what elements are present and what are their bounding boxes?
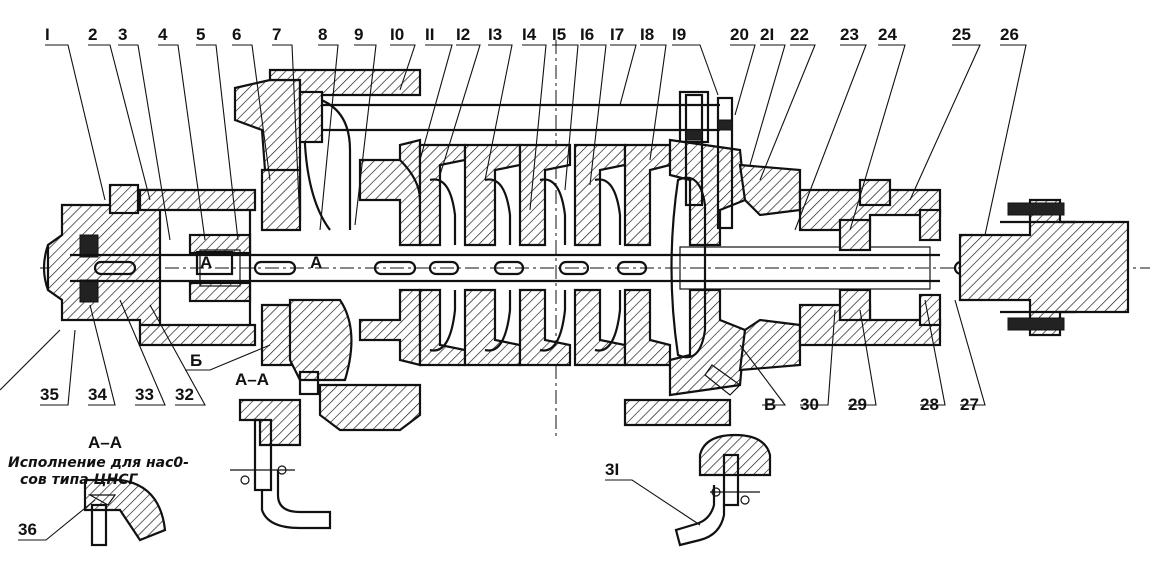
part-label-18: I8 bbox=[640, 25, 654, 44]
part-label-9: 9 bbox=[354, 25, 363, 44]
section-mark-a-1: A bbox=[200, 253, 212, 272]
part-label-25: 25 bbox=[952, 25, 971, 44]
part-label-32: 32 bbox=[175, 385, 194, 404]
variant-note-line-2: сов типа ЦНСГ bbox=[20, 472, 139, 488]
part-label-36: 36 bbox=[18, 520, 37, 539]
part-label-10: I0 bbox=[390, 25, 404, 44]
section-a-a-note-title: A–A bbox=[88, 433, 122, 452]
part-label-4: 4 bbox=[158, 25, 168, 44]
stage-casings-upper bbox=[358, 138, 672, 247]
part-label-33: 33 bbox=[135, 385, 154, 404]
variant-section-detail: A–A Исполнение для нас0- сов типа ЦНСГ bbox=[8, 433, 189, 547]
tie-rod bbox=[298, 90, 720, 144]
part-label-13: I3 bbox=[488, 25, 502, 44]
part-label-26: 26 bbox=[1000, 25, 1019, 44]
section-mark-a-box bbox=[195, 250, 234, 276]
studs-top bbox=[684, 93, 734, 230]
part-label-5: 5 bbox=[196, 25, 205, 44]
part-label-28: 28 bbox=[920, 395, 939, 414]
part-label-16: I6 bbox=[580, 25, 594, 44]
part-label-19: I9 bbox=[672, 25, 686, 44]
part-label-3: 3 bbox=[118, 25, 127, 44]
part-label-6: 6 bbox=[232, 25, 241, 44]
bottom-leader-lines bbox=[0, 299, 986, 541]
part-label-12: I2 bbox=[456, 25, 470, 44]
part-label-1: I bbox=[45, 25, 50, 44]
part-label-31: 3I bbox=[605, 460, 619, 479]
stage-casings-lower bbox=[358, 288, 672, 367]
part-label-8: 8 bbox=[318, 25, 327, 44]
part-label-34: 34 bbox=[88, 385, 107, 404]
part-label-24: 24 bbox=[878, 25, 897, 44]
right-bearing-housing bbox=[798, 178, 942, 347]
section-mark-a-2: A bbox=[310, 253, 322, 272]
part-label-20: 20 bbox=[730, 25, 749, 44]
part-label-2: 2 bbox=[88, 25, 97, 44]
part-label-11: II bbox=[425, 25, 434, 44]
part-label-23: 23 bbox=[840, 25, 859, 44]
part-label-27: 27 bbox=[960, 395, 979, 414]
part-label-15: I5 bbox=[552, 25, 566, 44]
part-label-30: 30 bbox=[800, 395, 819, 414]
left-bearing-housing bbox=[42, 183, 257, 347]
part-label-v-cyr: B bbox=[764, 395, 776, 414]
part-label-b-cyr: Б bbox=[190, 351, 202, 370]
top-part-numbers: I 2 3 4 5 6 7 8 9 I0 II I2 I3 I4 I5 I6 I… bbox=[45, 25, 1019, 44]
part-label-17: I7 bbox=[610, 25, 624, 44]
part-label-22: 22 bbox=[790, 25, 809, 44]
variant-note-line-1: Исполнение для нас0- bbox=[8, 455, 189, 471]
part-label-35: 35 bbox=[40, 385, 59, 404]
top-leader-lines bbox=[45, 44, 1027, 241]
part-label-14: I4 bbox=[522, 25, 537, 44]
part-label-29: 29 bbox=[848, 395, 867, 414]
coupling-half bbox=[958, 198, 1130, 337]
section-a-a-left: A–A bbox=[230, 370, 332, 530]
discharge-casing bbox=[623, 138, 802, 427]
bottom-part-numbers: 35 34 33 32 Б B 30 29 28 27 3I 36 bbox=[18, 351, 979, 539]
section-a-a-left-label: A–A bbox=[235, 370, 269, 389]
part-label-21: 2I bbox=[760, 25, 774, 44]
section-a-a-right bbox=[674, 433, 772, 547]
part-label-7: 7 bbox=[272, 25, 281, 44]
suction-casing bbox=[233, 68, 422, 432]
